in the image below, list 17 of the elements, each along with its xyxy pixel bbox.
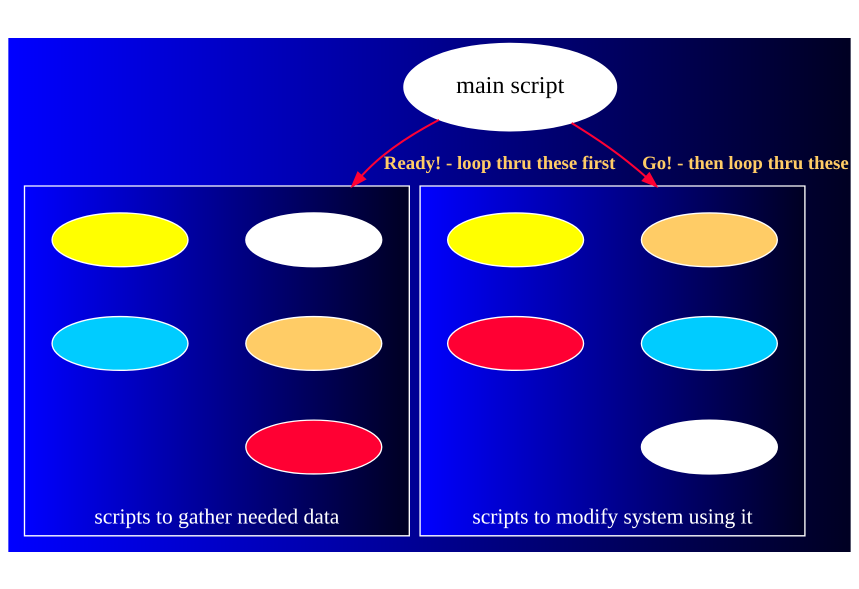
node-ellipse xyxy=(245,418,382,474)
node-ellipse: main script xyxy=(403,42,618,132)
cluster: scripts to modify system using it xyxy=(419,184,806,536)
node-ellipse xyxy=(51,315,189,371)
node-ellipse xyxy=(51,212,189,267)
arrow xyxy=(571,122,658,188)
arrow xyxy=(350,118,440,188)
edge-label: Ready! - loop thru these first xyxy=(384,152,616,174)
cluster: scripts to gather needed data xyxy=(24,184,410,536)
node-ellipse xyxy=(640,315,778,371)
node-ellipse xyxy=(640,418,778,474)
node-ellipse xyxy=(245,212,382,267)
edge-label: Go! - then loop thru these xyxy=(642,152,849,174)
node-ellipse xyxy=(640,212,778,267)
node-ellipse xyxy=(245,315,382,371)
node-ellipse xyxy=(447,315,584,371)
node-ellipse xyxy=(447,212,584,267)
